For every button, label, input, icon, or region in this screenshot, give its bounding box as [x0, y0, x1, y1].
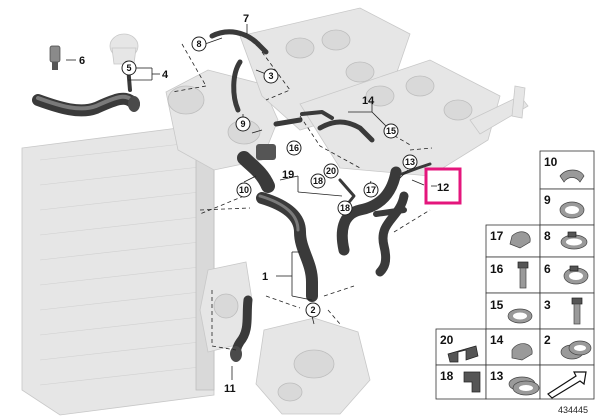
grid-cell-6[interactable]: 6 [539, 256, 595, 294]
leader-lines [66, 24, 425, 380]
svg-text:16: 16 [490, 262, 504, 276]
svg-text:5: 5 [126, 63, 131, 73]
bolt-icon [517, 261, 529, 289]
grid-cell-10[interactable]: 10 [539, 150, 595, 190]
grid-cell-15[interactable]: 15 [485, 292, 541, 330]
arrow-tool-icon [547, 371, 587, 399]
callout-10[interactable]: 10 [236, 182, 252, 198]
parts-legend-grid: 10 9 17 8 16 6 15 3 20 14 2 18 13 [435, 150, 595, 400]
callout-3[interactable]: 3 [263, 68, 279, 84]
grid-cell-16[interactable]: 16 [485, 256, 541, 294]
callout-20[interactable]: 20 [323, 163, 339, 179]
part-labels: 7 6 4 14 19 1 11 [79, 13, 375, 395]
spring-clip-icon [559, 169, 585, 183]
svg-text:18: 18 [340, 203, 350, 213]
coil-clamp-icon [508, 376, 540, 396]
grid-cell-9[interactable]: 9 [539, 188, 595, 226]
diagram-id: 434445 [558, 405, 588, 415]
spring-band-icon [507, 308, 533, 324]
callout-9[interactable]: 9 [235, 116, 251, 132]
double-clamp-icon [560, 340, 592, 360]
water-pump-ghost [199, 261, 253, 353]
clamp-ring-icon [563, 265, 589, 285]
engine-front-ghost [165, 69, 279, 171]
label-1: 1 [262, 271, 268, 283]
callout-18-lower[interactable]: 18 [337, 200, 353, 216]
dashed-connection-lines [171, 43, 433, 351]
label-4: 4 [162, 69, 169, 81]
grid-cell-17[interactable]: 17 [485, 224, 541, 258]
grid-cell-14[interactable]: 14 [485, 328, 541, 366]
svg-text:18: 18 [440, 369, 454, 383]
hose-clip-icon [511, 343, 533, 361]
svg-text:9: 9 [544, 193, 551, 207]
label-19: 19 [282, 169, 294, 181]
svg-text:6: 6 [544, 262, 551, 276]
temperature-sensor-icon [49, 45, 61, 70]
retainer-clip-icon [463, 371, 481, 393]
label-14: 14 [362, 95, 375, 107]
grid-cell-arrow[interactable] [539, 364, 595, 400]
callout-5[interactable]: 5 [121, 60, 137, 76]
hoses [32, 29, 432, 362]
grid-cell-3[interactable]: 3 [539, 292, 595, 330]
svg-text:3: 3 [544, 298, 551, 312]
svg-text:2: 2 [544, 333, 551, 347]
callout-13[interactable]: 13 [402, 154, 418, 170]
label-7: 7 [243, 13, 249, 25]
svg-text:20: 20 [440, 333, 454, 347]
svg-text:8: 8 [196, 39, 201, 49]
highlight-label: 12 [437, 182, 449, 194]
radiator-ghost [21, 127, 215, 416]
callout-17[interactable]: 17 [363, 182, 379, 198]
svg-text:20: 20 [326, 166, 336, 176]
grid-cell-8[interactable]: 8 [539, 224, 595, 258]
svg-text:17: 17 [366, 185, 376, 195]
cylinder-head-right-ghost [299, 59, 529, 177]
svg-text:15: 15 [490, 298, 504, 312]
grid-cell-18[interactable]: 18 [435, 364, 487, 400]
svg-text:15: 15 [386, 126, 396, 136]
bracket-clip-icon [509, 231, 531, 249]
svg-text:10: 10 [239, 185, 249, 195]
grid-cell-2[interactable]: 2 [539, 328, 595, 366]
highlight-box-12[interactable]: 12 [424, 167, 462, 205]
grid-cell-20[interactable]: 20 [435, 328, 487, 366]
svg-text:9: 9 [240, 119, 245, 129]
callout-2[interactable]: 2 [305, 302, 321, 318]
svg-text:10: 10 [544, 155, 558, 169]
callout-16[interactable]: 16 [286, 140, 302, 156]
svg-text:16: 16 [289, 143, 299, 153]
label-11: 11 [224, 383, 236, 395]
label-6: 6 [79, 55, 85, 67]
svg-text:3: 3 [268, 71, 273, 81]
svg-text:2: 2 [310, 305, 315, 315]
svg-text:13: 13 [490, 369, 504, 383]
expansion-tank-ghost [109, 33, 139, 65]
hose-clamp-icon [559, 201, 585, 219]
callout-15[interactable]: 15 [383, 123, 399, 139]
band-clamp-icon [560, 231, 588, 250]
svg-text:8: 8 [544, 229, 551, 243]
callout-8[interactable]: 8 [191, 36, 207, 52]
svg-text:17: 17 [490, 229, 504, 243]
holder-bracket-icon [447, 345, 479, 363]
svg-text:14: 14 [490, 333, 504, 347]
oil-cooler-ghost [255, 317, 371, 415]
svg-text:18: 18 [313, 176, 323, 186]
callout-18-upper[interactable]: 18 [310, 173, 326, 189]
svg-text:13: 13 [405, 157, 415, 167]
grid-cell-13[interactable]: 13 [485, 364, 541, 400]
screw-icon [571, 297, 583, 325]
